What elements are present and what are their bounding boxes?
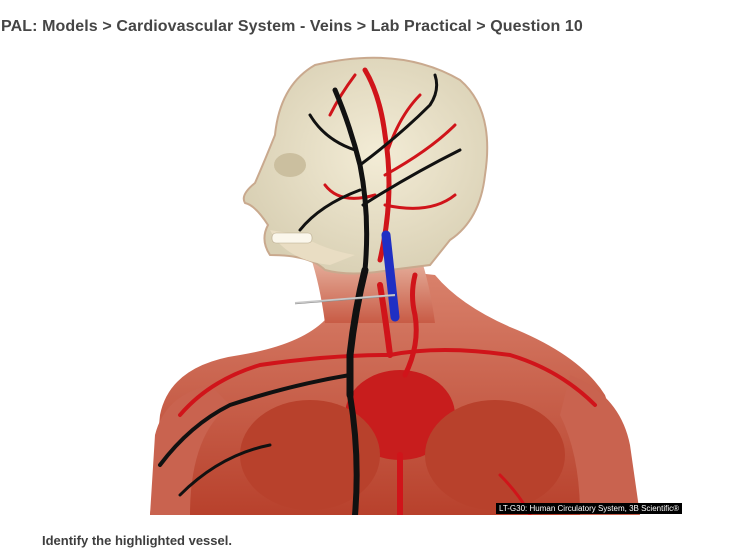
right-arm <box>560 375 640 515</box>
question-prompt: Identify the highlighted vessel. <box>42 533 232 548</box>
lung-left <box>240 400 380 510</box>
eye-socket <box>274 153 306 177</box>
image-caption: LT-G30: Human Circulatory System, 3B Sci… <box>495 503 682 514</box>
circulatory-model-illustration <box>150 56 640 515</box>
highlighted-vessel <box>381 230 400 322</box>
breadcrumb: PAL: Models > Cardiovascular System - Ve… <box>1 18 583 35</box>
teeth <box>271 232 313 244</box>
pointer-pin <box>294 294 396 304</box>
arteries <box>178 67 597 515</box>
veins <box>158 73 462 515</box>
anatomy-model-image <box>150 55 685 515</box>
lung-right <box>425 400 565 510</box>
